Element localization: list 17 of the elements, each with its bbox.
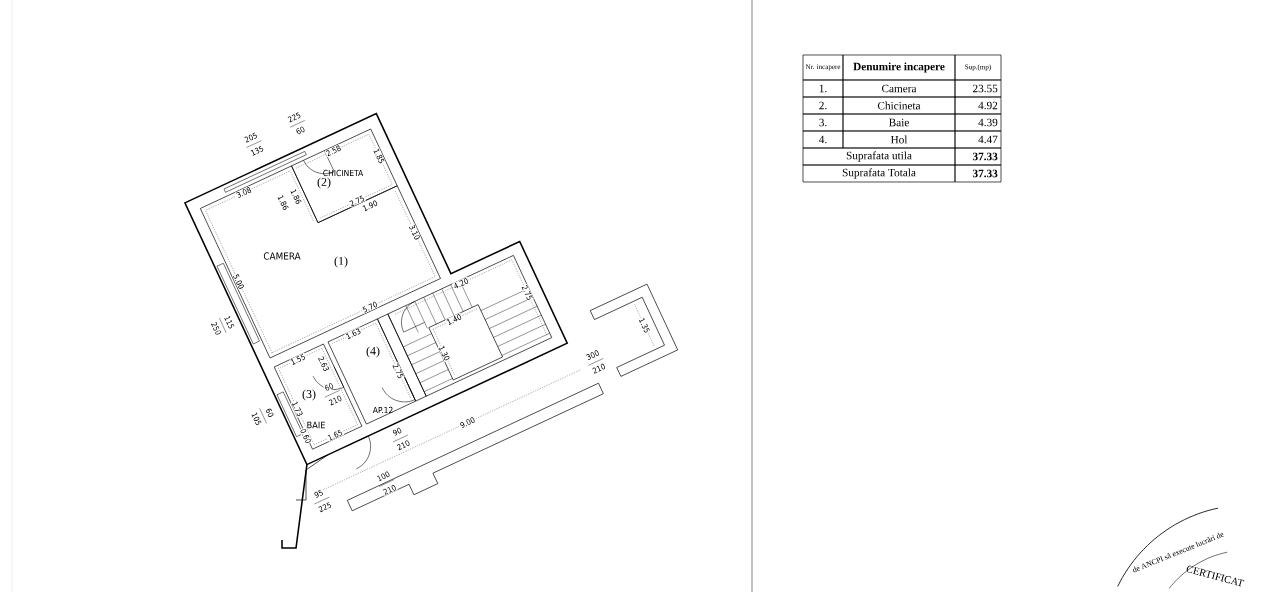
table-cell: 3. [802, 113, 844, 132]
table-cell: Camera [842, 79, 956, 98]
table-cell: Hol [842, 130, 956, 149]
table-cell: 4.92 [954, 96, 1002, 115]
table-cell: Denumire incapere [842, 54, 956, 81]
table-cell: 4.39 [954, 113, 1002, 132]
table-cell: Baie [842, 113, 956, 132]
table-cell: 2. [802, 96, 844, 115]
table-cell: 37.33 [954, 147, 1002, 166]
table-cell: 1. [802, 79, 844, 98]
table-cell: 4.47 [954, 130, 1002, 149]
table-cell: Suprafata utila [802, 147, 956, 166]
table-cell: 4. [802, 130, 844, 149]
table-cell: 23.55 [954, 79, 1002, 98]
table-cell: Suprafata Totala [802, 164, 956, 183]
table-cell: Chicineta [842, 96, 956, 115]
table-cell: 37.33 [954, 164, 1002, 183]
